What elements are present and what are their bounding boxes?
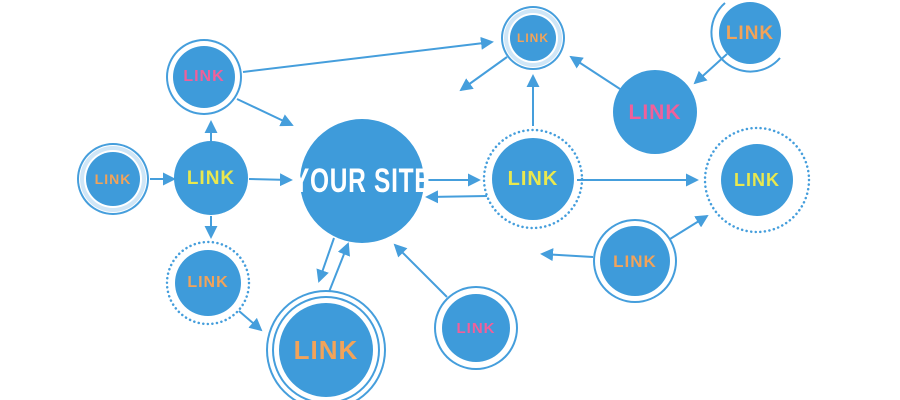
dotted-ring-bottom-left [165,240,251,326]
dotted-ring-far-right [703,126,811,234]
link-node-top-center: LINK [510,15,556,61]
link-node-left-small: LINK [86,152,140,206]
link-node-far-right-dotted: LINK [721,144,793,216]
arrow-mid-right-to-top-center [569,55,621,90]
link-node-top-right: LINK [719,2,781,64]
arrow-mid-dotted-to-your-site [425,190,488,204]
link-label: LINK [456,319,496,337]
link-label: LINK [187,274,229,291]
link-label: LINK [186,167,236,189]
link-label: LINK [94,171,132,187]
link-node-left-mid: LINK [174,141,248,215]
arrow-top-right-to-mid-right [693,53,728,85]
arrow-bottom-left-dotted-to-bottom-big [238,310,263,332]
partial-arc-top-right [710,2,781,73]
link-node-bottom-center-ringed: LINK [442,294,510,362]
arrow-bottom-big-to-your-site [326,242,350,298]
link-label: LINK [517,31,549,45]
your-site-label: YOUR SITE [292,162,432,200]
link-label: LINK [507,168,559,190]
link-label: LINK [725,22,775,44]
link-node-mid-right: LINK [613,70,697,154]
link-node-mid-dotted: LINK [492,138,574,220]
link-label: LINK [293,335,359,365]
arrow-bottom-center-to-your-site [393,243,448,298]
arrow-top-left-to-top-center [242,36,494,73]
link-label: LINK [734,170,780,190]
arrow-top-center-to-your-site [459,56,508,92]
arrow-bottom-right-to-far-right [669,214,709,240]
link-label: LINK [628,100,682,124]
link-node-bottom-left-dotted: LINK [175,250,241,316]
your-site-node: YOUR SITE [293,119,430,243]
link-label: LINK [613,251,657,271]
link-node-bottom-right-ringed: LINK [600,226,670,296]
link-node-top-left-ringed: LINK [173,46,235,108]
arrow-your-site-to-bottom-big [316,237,335,283]
arrow-bottom-right-to-mid-dotted [540,248,594,262]
arrow-top-left-to-your-site [236,98,294,127]
link-label: LINK [183,68,225,85]
arrow-left-mid-to-your-site [248,173,293,187]
link-node-bottom-big-double: LINK [279,303,373,397]
